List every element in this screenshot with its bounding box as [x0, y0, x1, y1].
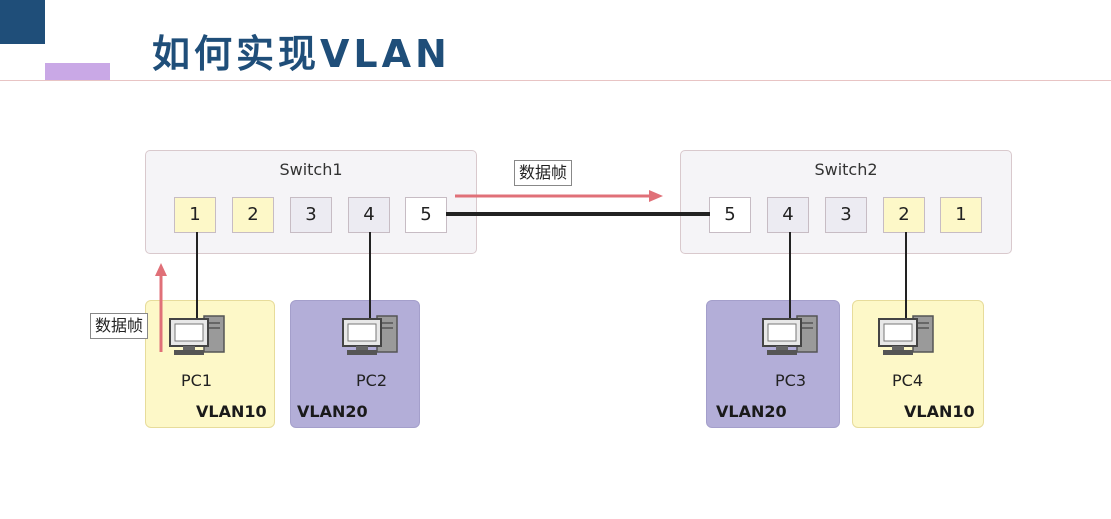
pc2-label: PC2	[356, 371, 387, 390]
pc4-vlan-label: VLAN10	[904, 402, 975, 421]
pc1-vlan-label: VLAN10	[196, 402, 267, 421]
switch2-port-2: 2	[883, 197, 925, 233]
switch1-port-5: 5	[405, 197, 447, 233]
page-title: 如何实现VLAN	[152, 32, 451, 76]
switch2-port-4: 4	[767, 197, 809, 233]
switch2: Switch2 5 4 3 2 1	[680, 150, 1012, 254]
switch1-port-3: 3	[290, 197, 332, 233]
switch1-port-1: 1	[174, 197, 216, 233]
frame-arrow-right	[455, 190, 663, 202]
trunk-link	[446, 212, 710, 216]
link-pc2	[369, 232, 371, 320]
pc4-computer-icon	[878, 315, 934, 355]
pc4-label: PC4	[892, 371, 923, 390]
pc2-vlan-label: VLAN20	[297, 402, 368, 421]
corner-block	[0, 0, 45, 44]
title-accent-bar	[45, 63, 110, 81]
frame-label-top: 数据帧	[514, 160, 573, 186]
switch1: Switch1 1 2 3 4 5	[145, 150, 477, 254]
switch2-port-1: 1	[940, 197, 982, 233]
pc3-computer-icon	[762, 315, 818, 355]
switch2-label: Switch2	[814, 160, 878, 179]
title-underline	[0, 80, 1111, 81]
pc3-label: PC3	[775, 371, 806, 390]
frame-label-left: 数据帧	[90, 313, 149, 339]
switch2-port-5: 5	[709, 197, 751, 233]
pc1-label: PC1	[181, 371, 212, 390]
link-pc1	[196, 232, 198, 320]
switch1-label: Switch1	[279, 160, 343, 179]
switch2-port-3: 3	[825, 197, 867, 233]
pc2-computer-icon	[342, 315, 398, 355]
link-pc3	[789, 232, 791, 320]
link-pc4	[905, 232, 907, 320]
pc1-computer-icon	[169, 315, 225, 355]
switch1-port-2: 2	[232, 197, 274, 233]
frame-arrow-up	[155, 263, 167, 352]
pc3-vlan-label: VLAN20	[716, 402, 787, 421]
switch1-port-4: 4	[348, 197, 390, 233]
